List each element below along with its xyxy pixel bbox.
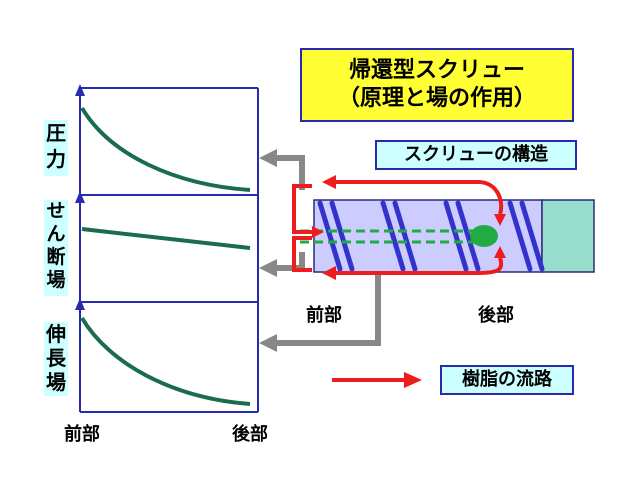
title-line-2: （原理と場の作用） bbox=[337, 86, 536, 111]
panel-label-pressure: 圧力 bbox=[44, 120, 68, 176]
graph-x-front-label: 前部 bbox=[64, 424, 100, 445]
graph-x-back-label: 後部 bbox=[232, 424, 268, 445]
backflow-mixing-point bbox=[470, 225, 498, 247]
resin-flow-paths bbox=[292, 180, 504, 275]
legend-label: 樹脂の流路 bbox=[440, 365, 574, 395]
title-box: 帰還型スクリュー （原理と場の作用） bbox=[300, 48, 574, 122]
panel-label-shear-field: せん断場 bbox=[44, 200, 68, 296]
graph-axes bbox=[75, 84, 259, 413]
legend-arrowhead bbox=[404, 372, 422, 388]
screw-flights bbox=[317, 200, 545, 272]
screw-back-label: 後部 bbox=[478, 305, 514, 326]
backflow-paths bbox=[300, 229, 478, 244]
screw-front-label: 前部 bbox=[306, 305, 342, 326]
shear-field-curve bbox=[81, 227, 251, 250]
pressure-curve bbox=[80, 106, 251, 192]
resin-flow-arrowheads bbox=[312, 175, 506, 280]
title-line-1: 帰還型スクリュー bbox=[348, 58, 525, 83]
panel-label-elongation-field: 伸長場 bbox=[44, 322, 68, 396]
screw-tail-section bbox=[541, 199, 595, 273]
screw-structure-label: スクリューの構造 bbox=[375, 140, 577, 170]
elongation-curve bbox=[80, 316, 251, 406]
